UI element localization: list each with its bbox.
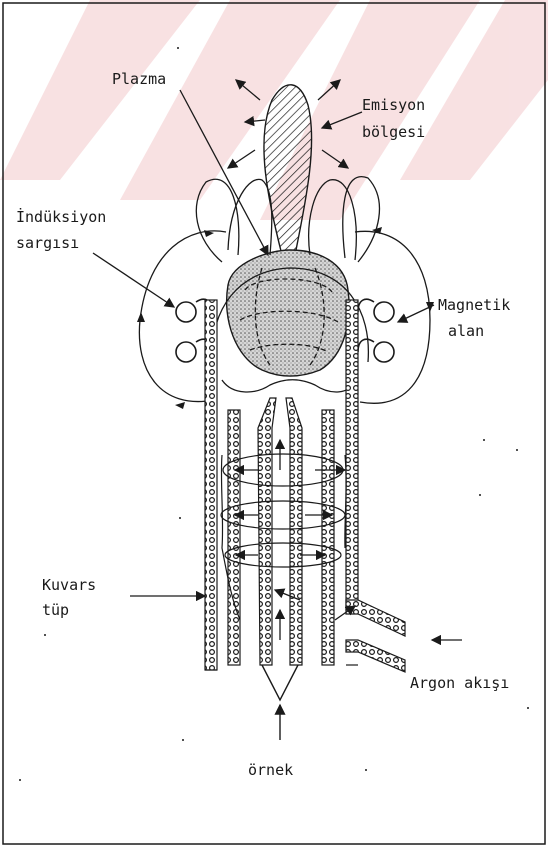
label-sample: örnek [248,761,293,779]
label-argon: Argon akışı [410,674,509,692]
sample-inlet [262,665,298,740]
label-emission-1: Emisyon [362,96,425,114]
label-emission-2: bölgesi [362,123,425,141]
label-induction-2: sargısı [16,234,79,252]
label-plasma: Plazma [112,70,166,88]
plasma-core [227,250,349,376]
label-quartz-1: Kuvars [42,576,96,594]
label-quartz-2: tüp [42,601,69,619]
label-magnetic-1: Magnetik [438,296,510,314]
label-magnetic-2: alan [448,322,484,340]
label-induction-1: İndüksiyon [16,207,106,226]
